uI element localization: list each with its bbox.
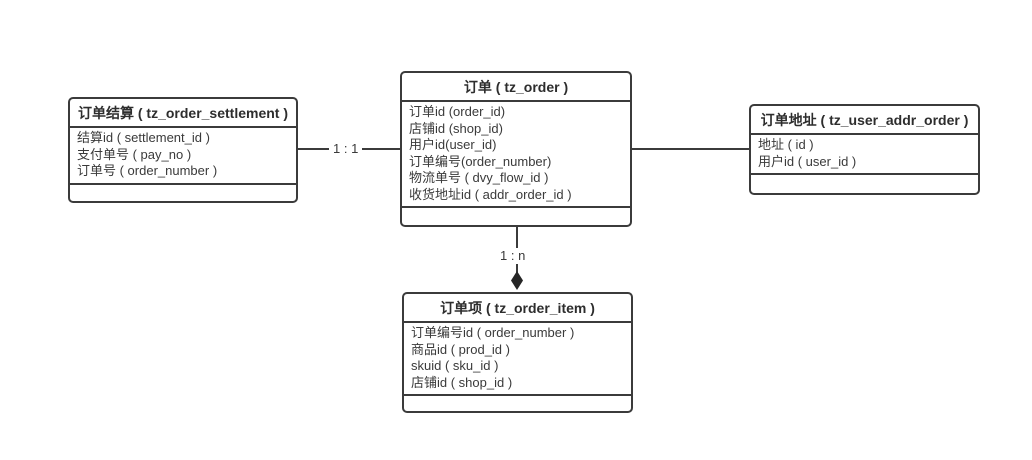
- entity-order-settlement-fields: 结算id ( settlement_id ) 支付单号 ( pay_no ) 订…: [70, 128, 296, 185]
- entity-field: 物流单号 ( dvy_flow_id ): [409, 170, 549, 185]
- cardinality-label-1-1: 1 : 1: [329, 141, 363, 157]
- cardinality-label-1-n: 1 : n: [496, 248, 530, 264]
- entity-field: 支付单号 ( pay_no ): [77, 146, 192, 162]
- entity-field: 用户id ( user_id ): [758, 153, 857, 169]
- diamond-arrowhead-icon: [511, 271, 523, 290]
- entity-user-addr-order[interactable]: 订单地址 ( tz_user_addr_order ) 地址 ( id ) 用户…: [749, 104, 980, 195]
- entity-field: 地址 ( id ): [758, 137, 814, 152]
- entity-field: 订单号 ( order_number ): [77, 163, 218, 178]
- entity-field: 用户id(user_id): [409, 137, 497, 152]
- entity-field: 收货地址id ( addr_order_id ): [409, 186, 572, 202]
- entity-order-title: 订单 ( tz_order ): [402, 73, 630, 102]
- entity-footer: [402, 208, 630, 225]
- entity-footer: [70, 185, 296, 202]
- entity-order-settlement[interactable]: 订单结算 ( tz_order_settlement ) 结算id ( sett…: [68, 97, 298, 203]
- entity-user-addr-order-fields: 地址 ( id ) 用户id ( user_id ): [751, 135, 978, 175]
- entity-field: 店铺id ( shop_id ): [411, 374, 513, 390]
- entity-field: skuid ( sku_id ): [411, 358, 499, 373]
- entity-field: 店铺id (shop_id): [409, 120, 503, 136]
- entity-field: 结算id ( settlement_id ): [77, 130, 210, 145]
- connector-order-addr[interactable]: [632, 148, 749, 150]
- entity-user-addr-order-title: 订单地址 ( tz_user_addr_order ): [751, 106, 978, 135]
- entity-order-item-title: 订单项 ( tz_order_item ): [404, 294, 631, 323]
- entity-footer: [404, 396, 631, 411]
- entity-order-fields: 订单id (order_id) 店铺id (shop_id) 用户id(user…: [402, 102, 630, 208]
- entity-order[interactable]: 订单 ( tz_order ) 订单id (order_id) 店铺id (sh…: [400, 71, 632, 227]
- entity-order-item-fields: 订单编号id ( order_number ) 商品id ( prod_id )…: [404, 323, 631, 396]
- entity-field: 订单id (order_id): [409, 104, 506, 119]
- entity-footer: [751, 175, 978, 193]
- entity-order-settlement-title: 订单结算 ( tz_order_settlement ): [70, 99, 296, 128]
- entity-field: 订单编号(order_number): [409, 153, 552, 169]
- entity-field: 商品id ( prod_id ): [411, 341, 510, 357]
- entity-field: 订单编号id ( order_number ): [411, 325, 575, 340]
- entity-order-item[interactable]: 订单项 ( tz_order_item ) 订单编号id ( order_num…: [402, 292, 633, 413]
